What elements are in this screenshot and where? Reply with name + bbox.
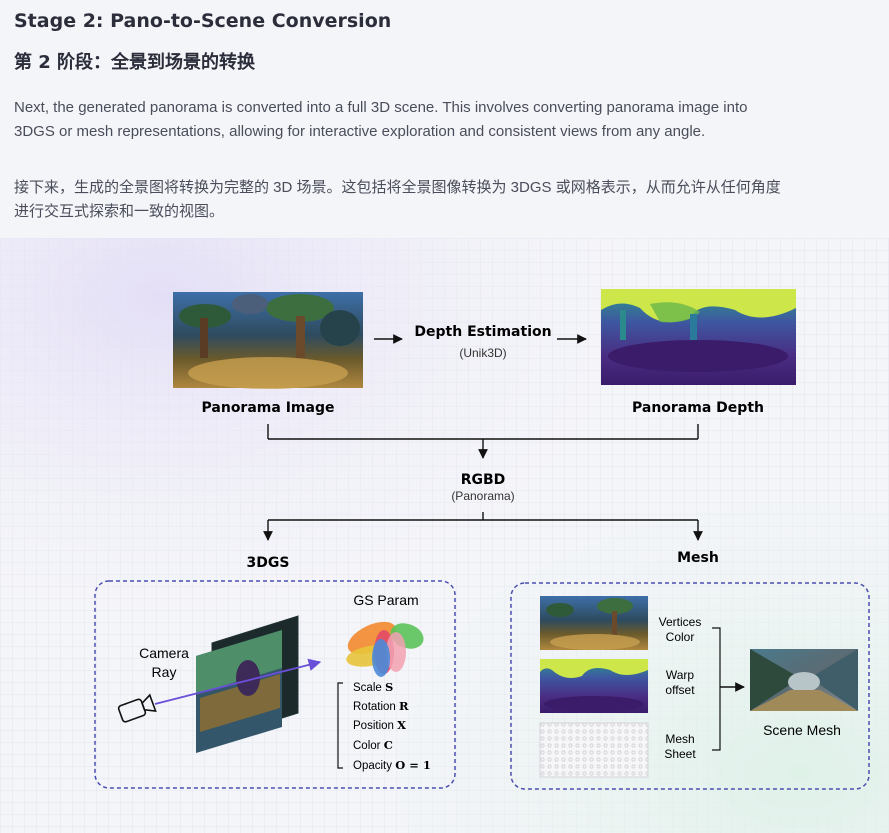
- panorama-depth-thumbnail: [601, 289, 796, 385]
- offset-label: offset: [665, 683, 695, 697]
- 3dgs-panel: [94, 580, 456, 789]
- depth-estimation-label: Depth Estimation: [414, 324, 551, 340]
- gs-param-label: GS Param: [353, 592, 418, 608]
- color-label: Color: [666, 630, 695, 644]
- param-scale: Scale S: [353, 680, 393, 694]
- panorama-depth-label: Panorama Depth: [632, 400, 764, 416]
- mesh-bracket: [712, 627, 721, 751]
- param-position: Position X: [353, 718, 406, 732]
- camera-label: Camera: [139, 645, 189, 661]
- branch-mesh-label: Mesh: [677, 550, 719, 566]
- panorama-image-label: Panorama Image: [202, 400, 335, 416]
- param-opacity: Opacity O = 1: [353, 758, 431, 772]
- sheet-label: Sheet: [664, 747, 696, 761]
- param-bracket: [337, 682, 343, 769]
- mesh-panel: [510, 582, 870, 790]
- camera-ray-arrow: [154, 658, 322, 705]
- split-connector: [263, 512, 703, 541]
- panorama-image-thumbnail: [173, 292, 363, 389]
- mesh-label: Mesh: [665, 732, 694, 746]
- mesh-input-labels: Vertices Color Warp offset Mesh Sheet: [659, 615, 702, 761]
- page-title: Stage 2: Pano-to-Scene Conversion: [14, 10, 392, 32]
- warp-offset-thumbnail: [540, 659, 648, 713]
- scene-mesh-thumbnail: [750, 649, 858, 711]
- mesh-sheet-thumbnail: [539, 722, 649, 778]
- param-list: Scale S Rotation R Position X Color C Op…: [353, 680, 431, 772]
- merge-connector: [267, 424, 699, 459]
- vertices-color-thumbnail: [540, 596, 648, 650]
- branch-3dgs-label: 3DGS: [247, 555, 290, 571]
- gaussian-planes: [196, 615, 299, 753]
- warp-label: Warp: [666, 668, 695, 682]
- ray-label: Ray: [152, 664, 177, 680]
- gaussian-splats-icon: [346, 621, 424, 677]
- camera-icon: [117, 693, 157, 723]
- param-color: Color C: [353, 738, 393, 752]
- rgbd-sub-label: (Panorama): [451, 489, 514, 503]
- vertices-label: Vertices: [659, 615, 702, 629]
- description-english: Next, the generated panorama is converte…: [14, 99, 748, 140]
- description-chinese: 接下来，生成的全景图将转换为完整的 3D 场景。这包括将全景图像转换为 3DGS…: [14, 179, 781, 220]
- param-rotation: Rotation R: [353, 699, 409, 713]
- pipeline-diagram: Panorama Image Depth Estimation (Unik3D)…: [0, 238, 889, 833]
- page-title-chinese: 第 2 阶段：全景到场景的转换: [14, 52, 256, 73]
- rgbd-label: RGBD: [461, 472, 506, 488]
- depth-model-label: (Unik3D): [459, 346, 506, 360]
- scene-mesh-label: Scene Mesh: [763, 722, 841, 738]
